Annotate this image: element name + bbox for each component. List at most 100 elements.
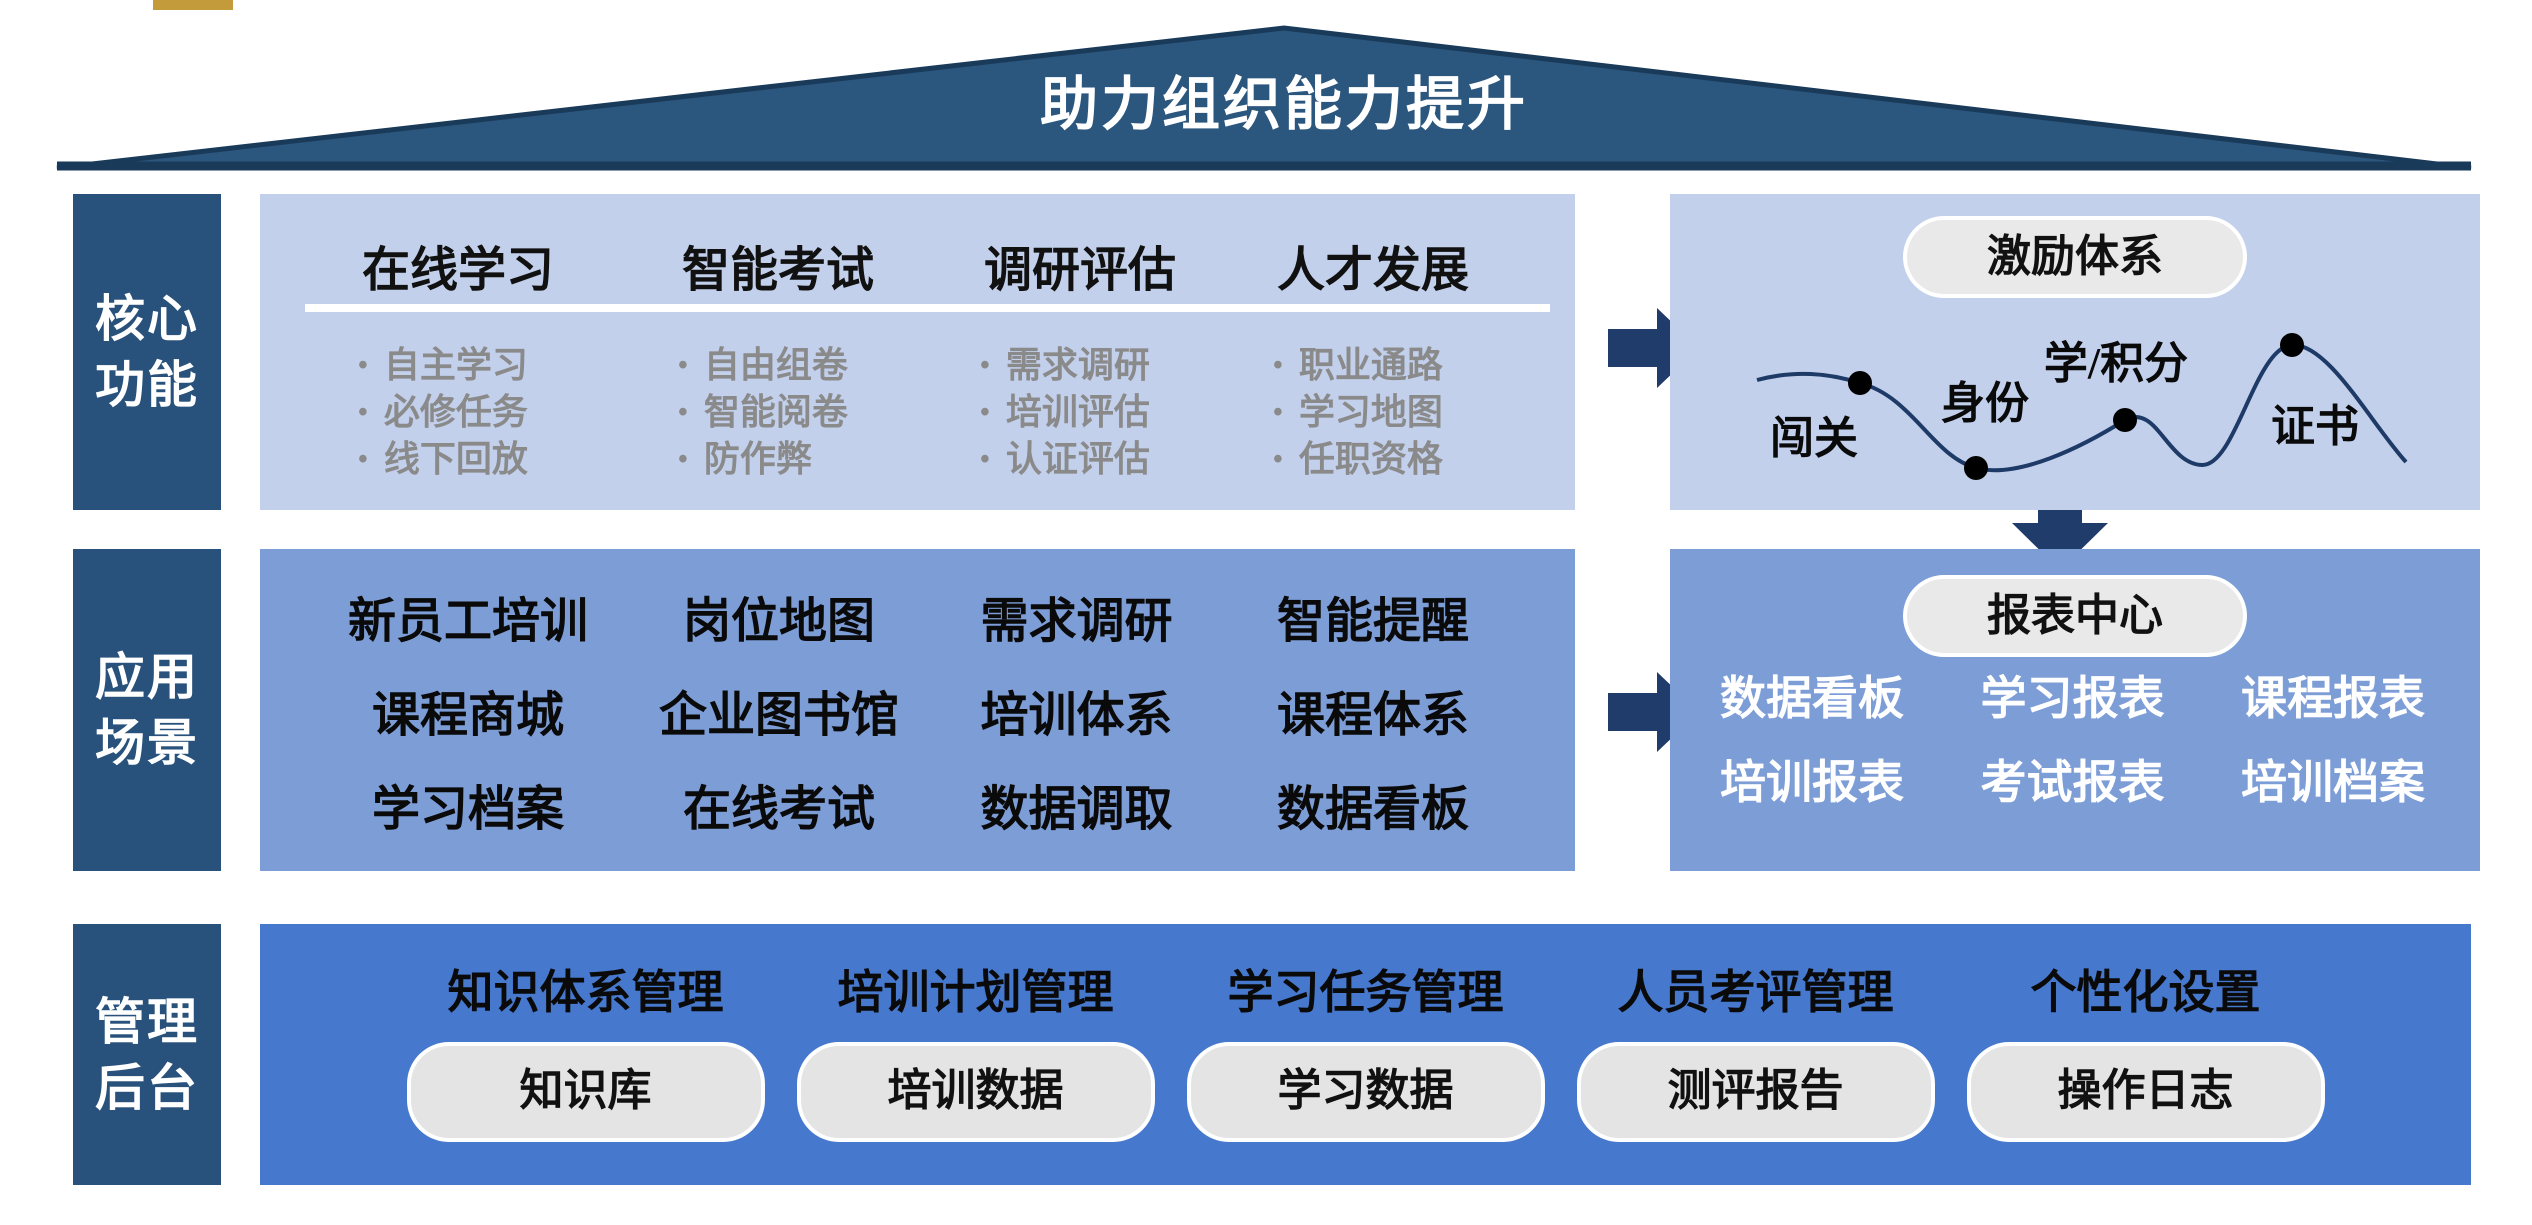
- scenario-item: 需求调研: [980, 595, 1173, 648]
- list-item-label: 线下回放: [383, 439, 528, 479]
- list-item: • 任职资格: [1273, 436, 1523, 483]
- bullet-icon: •: [358, 444, 368, 475]
- report-item: 学习报表: [1980, 673, 2165, 724]
- core-column-survey-eval: 调研评估 • 需求调研 •培训评估 • 认证评估: [930, 194, 1230, 510]
- scenario-item: 在线考试: [682, 783, 875, 836]
- list-item: •必修任务: [358, 389, 608, 436]
- list-item: •培训评估: [980, 389, 1230, 436]
- row-label-core: 核心 功能: [73, 194, 221, 510]
- admin-module-learning-task: 学习任务管理 学习数据: [1171, 924, 1561, 1185]
- list-item-label: 防作弊: [703, 439, 812, 479]
- row-label-text: 核心: [95, 291, 199, 347]
- report-center-pill: 报表中心: [1903, 575, 2247, 657]
- report-item: 考试报表: [1980, 757, 2165, 808]
- scenario-item: 智能提醒: [1276, 595, 1469, 648]
- row-label-text: 后台: [95, 1059, 199, 1116]
- report-row: 培训报表 考试报表 培训档案: [1670, 757, 2480, 809]
- list-item: • 智能阅卷: [678, 389, 928, 436]
- bullet-icon: •: [1273, 444, 1283, 475]
- column-header: 智能考试: [681, 244, 874, 297]
- scenario-item: 培训体系: [980, 689, 1173, 742]
- report-item: 课程报表: [2241, 673, 2425, 724]
- bullet-icon: •: [1273, 350, 1283, 381]
- scenario-item: 数据看板: [1276, 783, 1469, 836]
- list-item-label: 认证评估: [1005, 439, 1150, 479]
- module-header: 培训计划管理: [837, 967, 1114, 1018]
- list-item: • 学习地图: [1273, 389, 1523, 436]
- core-functions-panel: 在线学习 •自主学习 •必修任务 •线下回放 智能考试 •自由组卷 •智能阅卷 …: [260, 194, 1575, 510]
- module-pill: 学习数据: [1186, 1042, 1545, 1142]
- list-item: • 自由组卷: [678, 342, 928, 389]
- module-header: 知识体系管理: [447, 967, 724, 1018]
- list-item: • 线下回放: [358, 436, 608, 483]
- module-pill: 操作日志: [1966, 1042, 2325, 1142]
- row-label-text: 管理: [95, 993, 199, 1050]
- module-pill: 培训数据: [796, 1042, 1155, 1142]
- list-item-label: 需求调研: [1005, 345, 1150, 385]
- list-item-label: 职业通路: [1298, 345, 1443, 385]
- gold-accent-bar: [153, 0, 233, 10]
- list-item: • 防作弊: [678, 436, 928, 483]
- list-item: • 需求调研: [980, 342, 1230, 389]
- list-item-label: 任职资格: [1298, 439, 1443, 479]
- curve-label: 闯关: [1770, 414, 1858, 463]
- report-row: 数据看板 学习报表 课程报表: [1670, 673, 2480, 725]
- list-item-label: 学习地图: [1298, 392, 1443, 432]
- scenario-item: 数据调取: [980, 783, 1173, 836]
- list-item-label: 自主学习: [383, 345, 528, 385]
- scenario-item: 课程商城: [371, 689, 564, 742]
- incentive-pill: 激励体系: [1903, 216, 2247, 298]
- bullet-icon: •: [980, 350, 990, 381]
- list-item-label: 培训评估: [1005, 392, 1150, 432]
- header-underline: [305, 304, 1550, 312]
- curve-dot: [2280, 333, 2304, 357]
- scenario-item: 学习档案: [371, 783, 564, 836]
- report-item: 数据看板: [1720, 673, 1904, 724]
- bullet-icon: •: [1273, 397, 1283, 428]
- curve-label: 学/积分: [2044, 339, 2188, 388]
- bullet-icon: •: [358, 350, 368, 381]
- scenario-item: 课程体系: [1276, 689, 1469, 742]
- bullet-icon: •: [678, 444, 688, 475]
- report-item: 培训报表: [1720, 757, 1904, 808]
- scenario-item: 岗位地图: [682, 595, 875, 648]
- curve-label: 证书: [2271, 402, 2359, 451]
- scenario-item: 企业图书馆: [658, 689, 899, 742]
- list-item: • 认证评估: [980, 436, 1230, 483]
- admin-backend-panel: 知识体系管理 知识库 培训计划管理 培训数据 学习任务管理 学习数据 人员考评管…: [260, 924, 2471, 1185]
- page-title: 助力组织能力提升: [1039, 72, 1528, 137]
- bullet-icon: •: [980, 444, 990, 475]
- row-label-text: 场景: [95, 715, 199, 771]
- list-item-label: 智能阅卷: [703, 392, 848, 432]
- module-header: 人员考评管理: [1617, 967, 1894, 1018]
- curve-dot: [1848, 371, 1872, 395]
- row-label-text: 功能: [95, 357, 199, 413]
- column-header: 调研评估: [983, 244, 1176, 297]
- core-column-smart-exam: 智能考试 • 自由组卷 • 智能阅卷 • 防作弊: [628, 194, 928, 510]
- incentive-system-panel: 激励体系 闯关 身份 学/积分 证书: [1670, 194, 2480, 510]
- scenario-grid: 新员工培训 岗位地图 需求调研 智能提醒 课程商城 企业图书馆 培训体系 课程体…: [308, 569, 1523, 851]
- row-label-text: 应用: [95, 649, 199, 705]
- module-pill: 测评报告: [1576, 1042, 1935, 1142]
- admin-module-training-plan: 培训计划管理 培训数据: [781, 924, 1171, 1185]
- scenario-item: 新员工培训: [347, 595, 588, 648]
- row-label-admin: 管理 后台: [73, 924, 221, 1185]
- row-label-scenarios: 应用 场景: [73, 549, 221, 871]
- admin-module-personalization: 个性化设置 操作日志: [1951, 924, 2341, 1185]
- core-column-talent-dev: 人才发展 • 职业通路 • 学习地图 • 任职资格: [1223, 194, 1523, 510]
- bullet-icon: •: [678, 350, 688, 381]
- report-center-panel: 报表中心 数据看板 学习报表 课程报表 培训报表 考试报表 培训档案: [1670, 549, 2480, 871]
- list-item-label: 必修任务: [383, 392, 528, 432]
- module-pill: 知识库: [406, 1042, 765, 1142]
- list-item: • 职业通路: [1273, 342, 1523, 389]
- list-item: • 自主学习: [358, 342, 608, 389]
- column-header: 在线学习: [361, 244, 554, 297]
- list-item-label: 自由组卷: [703, 345, 848, 385]
- application-scenarios-panel: 新员工培训 岗位地图 需求调研 智能提醒 课程商城 企业图书馆 培训体系 课程体…: [260, 549, 1575, 871]
- admin-module-knowledge: 知识体系管理 知识库: [391, 924, 781, 1185]
- bullet-icon: •: [678, 397, 688, 428]
- curve-dot: [1964, 456, 1988, 480]
- core-column-online-learning: 在线学习 • 自主学习 •必修任务 • 线下回放: [308, 194, 608, 510]
- column-header: 人才发展: [1276, 244, 1469, 297]
